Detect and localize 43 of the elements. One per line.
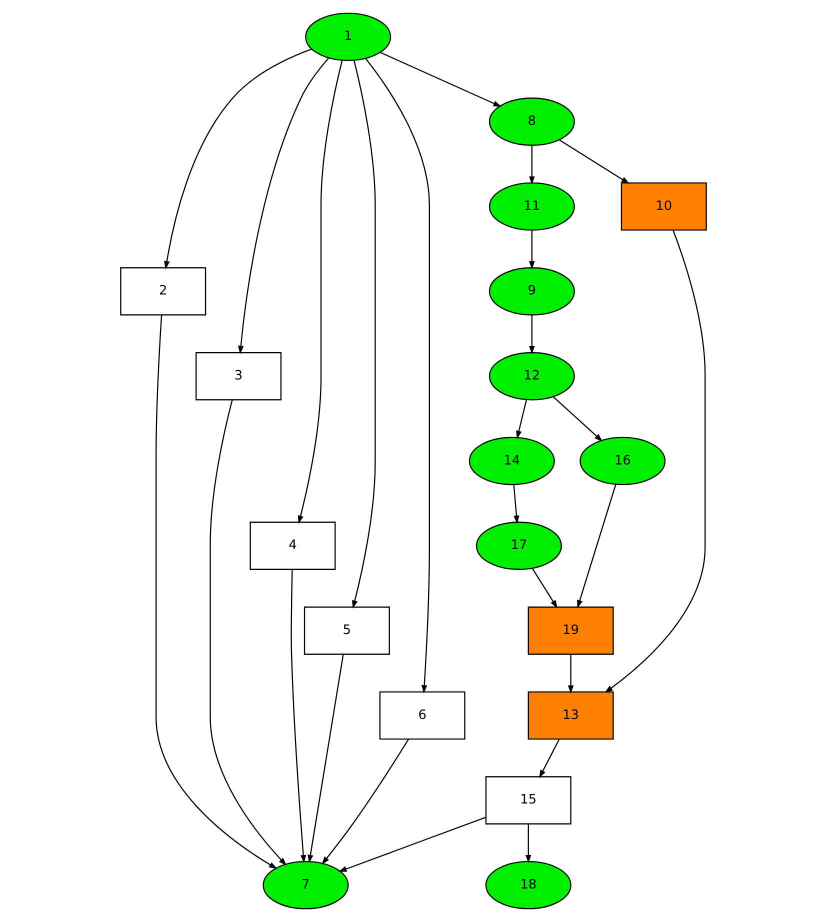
- node-ellipse: 1: [304, 12, 391, 61]
- arrow: [528, 230, 534, 270]
- arrow: [307, 654, 344, 864]
- arrow: [576, 484, 616, 608]
- arrow: [290, 570, 306, 864]
- arrow: [604, 230, 706, 693]
- arrow: [209, 400, 286, 866]
- arrow: [352, 60, 376, 609]
- arrow: [538, 738, 560, 778]
- arrow: [154, 315, 277, 870]
- arrow: [297, 60, 342, 524]
- node-ellipse: 11: [488, 182, 574, 231]
- node-ellipse: 9: [488, 267, 574, 316]
- arrow: [237, 58, 329, 354]
- arrow: [558, 139, 630, 184]
- node-ellipse: 16: [579, 436, 666, 486]
- node-box: 13: [527, 691, 614, 740]
- arrow: [364, 58, 430, 694]
- node-box: 5: [303, 606, 390, 655]
- arrow: [338, 816, 486, 872]
- node-box: 4: [249, 522, 336, 570]
- arrow: [531, 568, 558, 608]
- arrow: [516, 400, 526, 440]
- node-ellipse: 14: [468, 436, 554, 486]
- arrow: [512, 484, 519, 524]
- node-box: 3: [195, 352, 282, 400]
- arrow: [164, 48, 312, 270]
- node-box: 2: [120, 267, 206, 316]
- node-ellipse: 12: [488, 352, 574, 400]
- node-box: 15: [484, 776, 571, 824]
- node-box: 10: [620, 182, 706, 231]
- arrow: [379, 52, 502, 107]
- arrow: [321, 738, 409, 865]
- arrow: [567, 654, 574, 694]
- node-ellipse: 18: [484, 861, 571, 910]
- node-ellipse: 17: [475, 522, 562, 570]
- node-box: 19: [527, 606, 614, 655]
- arrow: [524, 824, 531, 864]
- node-ellipse: 8: [488, 98, 574, 146]
- arrow: [528, 315, 534, 354]
- node-box: 6: [378, 691, 465, 740]
- arrow: [528, 145, 534, 185]
- arrow: [552, 396, 602, 442]
